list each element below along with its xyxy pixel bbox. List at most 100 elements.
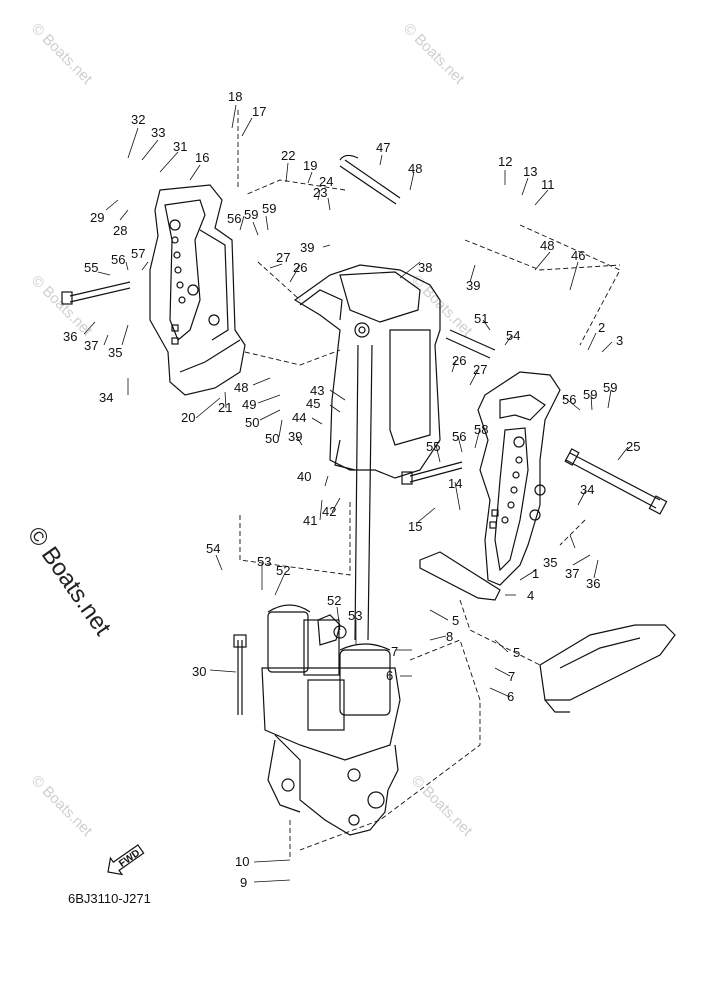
callout-26b: 26 — [452, 353, 466, 368]
callout-34a: 34 — [99, 390, 113, 405]
callout-37b: 37 — [565, 566, 579, 581]
shaft-47 — [339, 159, 401, 205]
callout-52a: 52 — [276, 563, 290, 578]
callout-59c: 59 — [583, 387, 597, 402]
callout-10: 10 — [235, 854, 249, 869]
callout-28: 28 — [113, 223, 127, 238]
callout-35b: 35 — [543, 555, 557, 570]
tilt-rod — [354, 344, 373, 641]
callout-39a: 39 — [300, 240, 314, 255]
callout-59d: 59 — [603, 380, 617, 395]
callout-19: 19 — [303, 158, 317, 173]
callout-11: 11 — [541, 177, 555, 192]
bolt-55-left — [69, 281, 131, 303]
right-clamp-bracket — [477, 371, 561, 586]
callout-3: 3 — [616, 333, 623, 348]
callout-27b: 27 — [473, 362, 487, 377]
forward-arrow-icon: FWD — [107, 844, 145, 876]
callout-45: 45 — [306, 396, 320, 411]
callout-44: 44 — [292, 410, 306, 425]
callout-1: 1 — [532, 566, 539, 581]
callout-37a: 37 — [84, 338, 98, 353]
callout-50a: 50 — [245, 415, 259, 430]
callout-59a: 59 — [244, 207, 258, 222]
callout-56a: 56 — [111, 252, 125, 267]
callout-53a: 53 — [257, 554, 271, 569]
callout-50b: 50 — [265, 431, 279, 446]
callout-22: 22 — [281, 148, 295, 163]
callout-6b: 6 — [507, 689, 514, 704]
callout-7a: 7 — [391, 644, 398, 659]
callout-16: 16 — [195, 150, 209, 165]
callout-54a: 54 — [506, 328, 520, 343]
callout-labels: 1 2 3 4 5 5 6 6 7 7 8 9 10 11 12 13 14 1… — [63, 89, 640, 890]
plate-4 — [419, 551, 501, 601]
callout-51: 51 — [474, 311, 488, 326]
shaft-51 — [445, 329, 496, 359]
callout-7b: 7 — [508, 669, 515, 684]
callout-58: 58 — [474, 422, 488, 437]
callout-6a: 6 — [386, 668, 393, 683]
callout-56b: 56 — [227, 211, 241, 226]
callout-5a: 5 — [452, 613, 459, 628]
callout-52b: 52 — [327, 593, 341, 608]
callout-54b: 54 — [206, 541, 220, 556]
callout-24: 24 — [319, 174, 333, 189]
callout-21: 21 — [218, 400, 232, 415]
callout-39b: 39 — [466, 278, 480, 293]
callout-23: 23 — [313, 185, 327, 200]
callout-12: 12 — [498, 154, 512, 169]
cable-tie — [237, 640, 243, 715]
tilt-shaft — [564, 448, 668, 515]
callout-46: 46 — [571, 248, 585, 263]
callout-57a: 57 — [131, 246, 145, 261]
callout-55a: 55 — [84, 260, 98, 275]
callout-18: 18 — [228, 89, 242, 104]
callout-26a: 26 — [293, 260, 307, 275]
callout-14: 14 — [448, 476, 462, 491]
power-trim-tilt-unit — [261, 604, 401, 836]
callout-40: 40 — [297, 469, 311, 484]
callout-47: 47 — [376, 140, 390, 155]
callout-31: 31 — [173, 139, 187, 154]
callout-5b: 5 — [513, 645, 520, 660]
callout-48a: 48 — [408, 161, 422, 176]
callout-38: 38 — [418, 260, 432, 275]
callout-39c: 39 — [288, 429, 302, 444]
callout-34b: 34 — [580, 482, 594, 497]
callout-42: 42 — [322, 504, 336, 519]
callout-30: 30 — [192, 664, 206, 679]
swivel-bracket — [293, 264, 441, 479]
lower-unit-bracket — [539, 624, 676, 713]
callout-15: 15 — [408, 519, 422, 534]
callout-8: 8 — [446, 629, 453, 644]
callout-35a: 35 — [108, 345, 122, 360]
callout-25: 25 — [626, 439, 640, 454]
callout-59b: 59 — [262, 201, 276, 216]
callout-49: 49 — [242, 397, 256, 412]
callout-13: 13 — [523, 164, 537, 179]
bolt-55-right — [409, 461, 463, 483]
callout-32: 32 — [131, 112, 145, 127]
callout-41: 41 — [303, 513, 317, 528]
callout-53b: 53 — [348, 608, 362, 623]
callout-27a: 27 — [276, 250, 290, 265]
callout-9: 9 — [240, 875, 247, 890]
callout-4: 4 — [527, 588, 534, 603]
callout-36a: 36 — [63, 329, 77, 344]
callout-2: 2 — [598, 320, 605, 335]
callout-17: 17 — [252, 104, 266, 119]
callout-20: 20 — [181, 410, 195, 425]
callout-48b: 48 — [540, 238, 554, 253]
callout-36b: 36 — [586, 576, 600, 591]
left-clamp-bracket — [149, 184, 246, 396]
callout-43: 43 — [310, 383, 324, 398]
callout-55b: 55 — [426, 439, 440, 454]
callout-56d: 56 — [562, 392, 576, 407]
callout-48c: 48 — [234, 380, 248, 395]
diagram-code: 6BJ3110-J271 — [68, 891, 151, 906]
callout-33: 33 — [151, 125, 165, 140]
callout-29: 29 — [90, 210, 104, 225]
callout-56c: 56 — [452, 429, 466, 444]
